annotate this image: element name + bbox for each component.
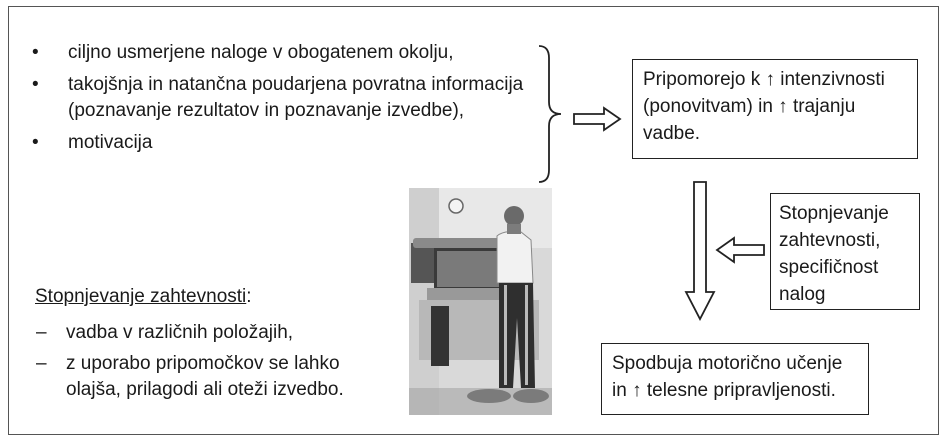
bullet-item: ciljno usmerjene naloge v obogatenem oko… (30, 40, 550, 66)
exercise-photo (409, 188, 552, 415)
arrow-down-icon (684, 181, 716, 321)
outcome-box-learning: Spodbuja motorično učenje in ↑ telesne p… (601, 343, 869, 415)
diagram-frame (8, 6, 939, 435)
curly-brace (538, 45, 562, 183)
bullet-item: takojšnja in natančna poudarjena povratn… (30, 72, 550, 124)
outcome-box-intensity: Pripomorejo k ↑ intenzivnosti (ponovitva… (632, 59, 918, 159)
bullet-item: motivacija (30, 130, 550, 156)
dash-item: vadba v različnih položajih, (36, 320, 396, 346)
subheading-colon: : (246, 286, 252, 307)
arrow-left-icon (715, 236, 765, 264)
progression-box: Stopnjevanje zahtevnosti, specifičnost n… (770, 193, 920, 310)
dash-item: z uporabo pripomočkov se lahko olajša, p… (36, 351, 396, 403)
difficulty-dash-list: vadba v različnih položajih, z uporabo p… (36, 320, 396, 408)
factor-bullet-list: ciljno usmerjene naloge v obogatenem oko… (30, 40, 550, 162)
subheading-difficulty: Stopnjevanje zahtevnosti: (35, 284, 252, 310)
subheading-text: Stopnjevanje zahtevnosti (35, 286, 247, 307)
arrow-right-icon (573, 106, 622, 132)
